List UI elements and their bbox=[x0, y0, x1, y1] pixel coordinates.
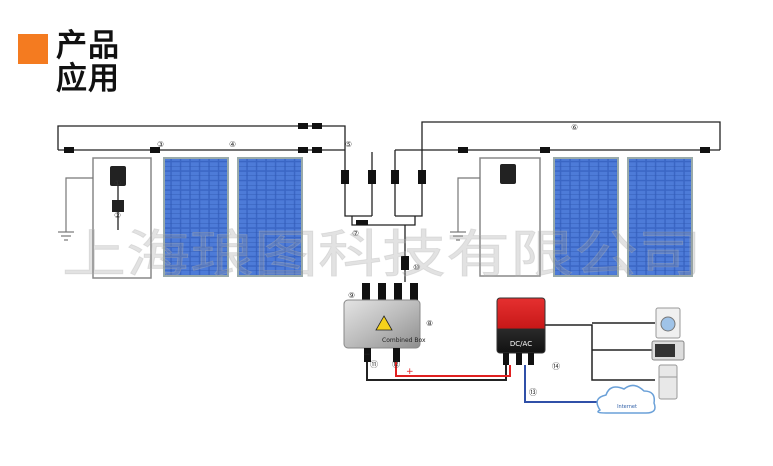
combiner-label: Combined Box bbox=[382, 337, 426, 344]
callout-9: ⑨ bbox=[348, 291, 355, 300]
callout-7: ⑦ bbox=[352, 229, 359, 238]
callout-6: ⑥ bbox=[571, 123, 578, 132]
right-drop-wire-2 bbox=[395, 152, 423, 217]
connector bbox=[341, 170, 349, 184]
solar-panel bbox=[237, 157, 303, 277]
callout-4: ④ bbox=[229, 140, 236, 149]
callout-1: ① bbox=[114, 179, 121, 188]
callout-13: ⑬ bbox=[529, 388, 537, 397]
cloud-icon: Internet bbox=[596, 384, 656, 414]
connector bbox=[368, 170, 376, 184]
title-line-2: 应用 bbox=[56, 61, 120, 97]
callout-3: ③ bbox=[157, 140, 164, 149]
right-connectors bbox=[356, 147, 710, 270]
connector bbox=[700, 147, 710, 153]
callout-12: ⑫ bbox=[392, 360, 400, 369]
callout-11: ⑪ bbox=[370, 360, 378, 369]
left-panel-back bbox=[92, 157, 152, 279]
callout-2: ② bbox=[114, 211, 121, 220]
connector bbox=[312, 147, 322, 153]
callout-8: ⑧ bbox=[426, 319, 433, 328]
ground-icon bbox=[450, 177, 480, 241]
solar-panel bbox=[627, 157, 693, 277]
right-panel-back bbox=[479, 157, 541, 277]
ac-output-wires bbox=[545, 322, 655, 381]
connector bbox=[401, 256, 409, 270]
junction-box bbox=[500, 164, 516, 184]
washing-machine-icon bbox=[655, 307, 681, 339]
connector bbox=[458, 147, 468, 153]
positive-wire bbox=[395, 362, 511, 377]
callout-5: ⑤ bbox=[345, 140, 352, 149]
connector bbox=[298, 123, 308, 129]
connector bbox=[418, 170, 426, 184]
title-line-1: 产品 bbox=[56, 28, 120, 64]
plus-sign: + bbox=[406, 367, 414, 377]
connector bbox=[312, 123, 322, 129]
refrigerator-icon bbox=[658, 364, 678, 400]
connector bbox=[64, 147, 74, 153]
bypass-diode bbox=[112, 200, 124, 212]
right-top-wire bbox=[421, 121, 721, 152]
microwave-icon bbox=[651, 340, 685, 361]
connector bbox=[356, 220, 368, 225]
connector bbox=[540, 147, 550, 153]
left-drop-wire bbox=[344, 152, 372, 217]
left-top-wire bbox=[57, 125, 346, 152]
accent-square bbox=[18, 34, 48, 64]
callout-10: ⑩ bbox=[413, 263, 420, 272]
solar-panel bbox=[553, 157, 619, 277]
ground-icon bbox=[58, 177, 93, 241]
junction-box bbox=[110, 166, 126, 186]
connector bbox=[391, 170, 399, 184]
cloud-label: Internet bbox=[617, 404, 637, 410]
inverter: DC/AC bbox=[496, 297, 546, 365]
right-array bbox=[351, 121, 721, 282]
network-wire bbox=[524, 365, 600, 403]
connector bbox=[298, 147, 308, 153]
negative-wire bbox=[366, 362, 507, 381]
minus-sign: − bbox=[363, 350, 371, 360]
watermark-text: 上海琅图科技有限公司 bbox=[62, 226, 702, 285]
connector bbox=[150, 147, 160, 153]
left-connectors bbox=[64, 123, 376, 184]
inverter-label: DC/AC bbox=[510, 340, 532, 348]
callout-14: ⑭ bbox=[552, 362, 560, 371]
solar-panel bbox=[163, 157, 229, 277]
section-title: 产品 应用 bbox=[56, 30, 136, 96]
lightning-warning-icon bbox=[375, 315, 393, 331]
combiner-box: Combined Box bbox=[343, 283, 426, 362]
